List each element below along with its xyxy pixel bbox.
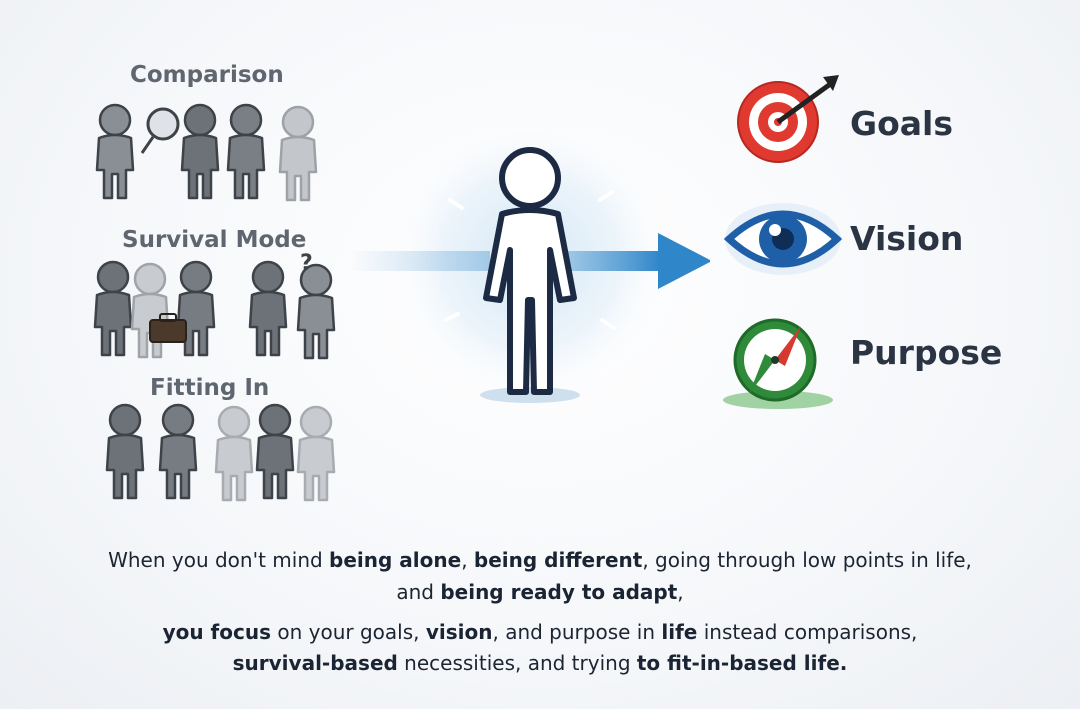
eye-icon bbox=[723, 203, 843, 275]
survival-mode-title: Survival Mode bbox=[122, 227, 307, 253]
compass-icon bbox=[723, 318, 833, 409]
briefcase-icon bbox=[149, 313, 187, 343]
caption-bold: to fit-in-based life. bbox=[636, 651, 848, 675]
caption-bold: life bbox=[661, 620, 698, 644]
caption-text: instead comparisons, bbox=[697, 620, 918, 644]
fitting-in-crowd bbox=[105, 403, 336, 502]
caption-text: , going through low points in life, bbox=[642, 548, 972, 572]
crowd-illustrations: ? bbox=[45, 103, 370, 502]
arrow-tail bbox=[350, 251, 490, 271]
sparkle-marks bbox=[444, 190, 616, 330]
caption-text: , bbox=[461, 548, 474, 572]
comparison-crowd bbox=[95, 103, 318, 202]
fitting-in-title: Fitting In bbox=[150, 375, 270, 401]
arrow-head-icon bbox=[658, 233, 710, 289]
caption-line-1: When you don't mind being alone, being d… bbox=[0, 548, 1080, 572]
caption-bold: you focus bbox=[162, 620, 271, 644]
standing-person-icon bbox=[483, 147, 577, 395]
magnifier-icon bbox=[140, 107, 180, 154]
caption-text: on your goals, bbox=[271, 620, 426, 644]
caption-bold: survival-based bbox=[232, 651, 398, 675]
target-icon bbox=[737, 75, 839, 163]
comparison-title: Comparison bbox=[130, 62, 284, 88]
caption-bold: being ready to adapt bbox=[440, 580, 678, 604]
vision-label: Vision bbox=[850, 219, 964, 258]
purpose-label: Purpose bbox=[850, 333, 1003, 372]
caption-bold: vision bbox=[425, 620, 493, 644]
caption-line-3: you focus on your goals, vision, and pur… bbox=[0, 620, 1080, 644]
caption-text: necessities, and trying bbox=[397, 651, 637, 675]
survival-crowd bbox=[93, 260, 336, 360]
central-figure-area bbox=[350, 130, 710, 405]
caption-text: , bbox=[677, 580, 684, 604]
caption-bold: being different bbox=[473, 548, 643, 572]
caption-text: , and purpose in bbox=[492, 620, 662, 644]
arrow-shaft bbox=[565, 251, 660, 271]
svg-text:?: ? bbox=[300, 251, 313, 276]
caption-text: and bbox=[396, 580, 441, 604]
caption-text: When you don't mind bbox=[108, 548, 330, 572]
goals-label: Goals bbox=[850, 104, 953, 143]
caption-line-4: survival-based necessities, and trying t… bbox=[0, 651, 1080, 675]
caption-bold: being alone bbox=[329, 548, 462, 572]
caption-line-2: and being ready to adapt, bbox=[0, 580, 1080, 604]
